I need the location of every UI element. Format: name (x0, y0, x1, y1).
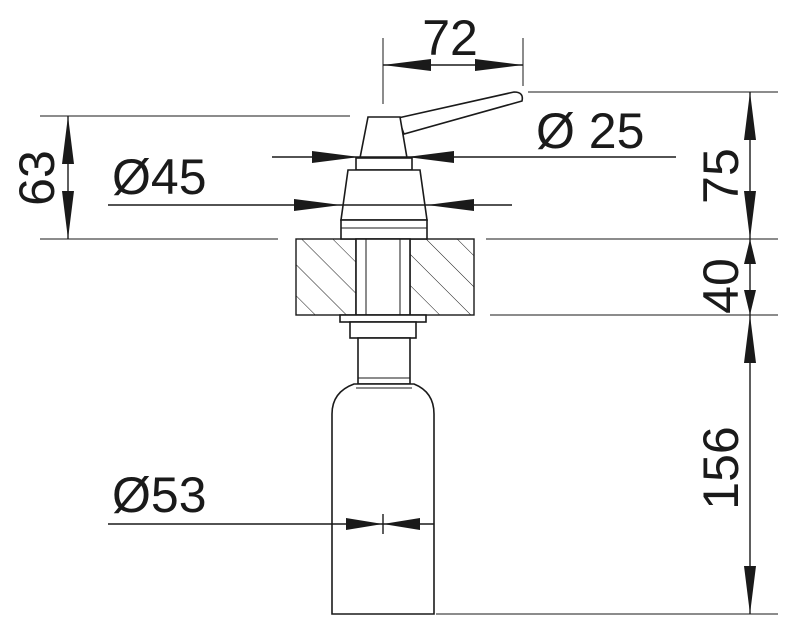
dispenser-body (340, 169, 428, 221)
dispenser-shank (339, 238, 427, 385)
countertop-right-hatch (409, 238, 475, 316)
dispenser-base-flange (340, 219, 428, 240)
dimension-bottle-diameter: Ø53 (108, 467, 434, 534)
reference-lines (40, 38, 778, 615)
dim-label-head-diameter: Ø45 (112, 149, 207, 205)
soap-bottle (331, 383, 435, 615)
dimension-head-diameter: Ø45 (108, 149, 512, 211)
dispenser-collar (355, 157, 413, 171)
dim-label-spout-diameter: Ø 25 (536, 103, 644, 159)
dimension-counter-thickness: 40 (693, 239, 756, 315)
dim-label-bottle-diameter: Ø53 (112, 467, 207, 523)
mounting-nut (339, 314, 427, 323)
dim-label-head-height: 63 (9, 150, 65, 206)
mounting-washer (349, 321, 417, 339)
dimension-lever-width: 72 (383, 10, 523, 71)
dim-label-lever-width: 72 (422, 10, 478, 66)
dispenser-lever (396, 91, 524, 135)
dimension-top-height: 75 (693, 92, 756, 239)
dispenser-pump-cap (359, 116, 408, 159)
bottle-body (331, 383, 435, 615)
shank-tube (355, 238, 411, 316)
dim-label-bottle-height: 156 (693, 426, 749, 509)
dim-label-top-height: 75 (693, 148, 749, 204)
dimension-bottle-height: 156 (693, 315, 756, 614)
dimension-head-height: 63 (9, 116, 74, 239)
countertop-section (295, 238, 475, 316)
dimension-spout-diameter: Ø 25 (272, 103, 676, 163)
bottle-neck (357, 337, 411, 385)
dispenser-head (340, 91, 524, 240)
dim-label-counter-thickness: 40 (693, 258, 749, 314)
countertop-left-hatch (295, 238, 357, 316)
